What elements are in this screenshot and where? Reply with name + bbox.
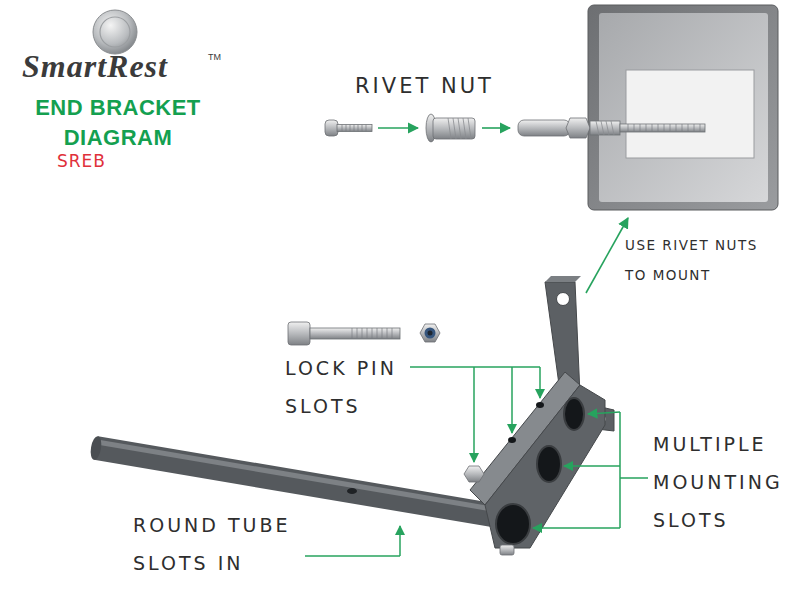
- lock-pin-thread: [352, 328, 392, 339]
- brand-name: SmartRest: [22, 46, 222, 86]
- mount-arrow: [586, 218, 628, 293]
- round-tube-end: [89, 435, 103, 460]
- leader-arrow: [539, 367, 541, 398]
- mounting-slot: [537, 446, 561, 482]
- step-arrow: [482, 127, 510, 129]
- round-tube-hole: [347, 488, 357, 494]
- screw-head: [325, 120, 338, 136]
- leader-arrow: [511, 367, 513, 433]
- tube-socket: [496, 504, 530, 544]
- lock-pin-head: [288, 322, 310, 345]
- lock-pin-hole: [508, 437, 516, 443]
- tool-knurl: [590, 121, 620, 135]
- callout-label: LOCK PIN SLOTS: [285, 349, 425, 425]
- mounting-note: USE RIVET NUTS TO MOUNT: [625, 230, 785, 290]
- leader-arrow: [564, 465, 620, 467]
- lock-nut-installed: [500, 545, 514, 555]
- tube-interior: [599, 13, 768, 202]
- logo-disc: [93, 10, 137, 54]
- tool-nut: [566, 118, 590, 138]
- lock-pin-installed: [464, 466, 484, 482]
- round-tube-highlight: [97, 442, 492, 509]
- lock-pin-shaft: [310, 328, 400, 339]
- lock-nut: [420, 324, 440, 342]
- mounting-plate-hole: [557, 293, 570, 306]
- product-code: SREB: [57, 150, 157, 172]
- leader-arrow: [399, 526, 401, 556]
- part-label: RIVET NUT: [355, 72, 575, 100]
- leader-arrow: [588, 412, 620, 414]
- screw-thread: [342, 125, 366, 132]
- tool-threaded-rod: [620, 124, 705, 132]
- leader-arrow: [533, 527, 620, 529]
- tube-far-opening: [626, 70, 754, 158]
- lock-pin-hole: [536, 402, 544, 408]
- tool-nose: [518, 120, 570, 136]
- callout-label: ROUND TUBE SLOTS IN: [133, 506, 313, 582]
- mounting-plate-top: [545, 276, 581, 282]
- logo-ring: [100, 17, 130, 47]
- screw-shaft: [337, 125, 372, 132]
- diagram-title: END BRACKET DIAGRAM: [18, 93, 218, 153]
- tool-thread: [628, 124, 700, 132]
- leader-arrow: [473, 367, 475, 462]
- lock-nut-nylon: [425, 328, 436, 339]
- mounting-slot: [564, 398, 584, 430]
- rivet-nut-knurl: [448, 118, 471, 139]
- tool-knurl-lines: [596, 121, 614, 135]
- lock-nut-hole: [428, 331, 433, 336]
- rivet-nut-body: [433, 118, 475, 139]
- leader-bracket: [620, 412, 648, 528]
- leader-line: [410, 366, 540, 368]
- round-tube: [96, 448, 492, 515]
- square-tube: [588, 5, 778, 210]
- callout-label: MULTIPLE MOUNTING SLOTS: [653, 425, 798, 539]
- leader-line: [305, 555, 400, 557]
- trademark-mark: TM: [208, 52, 228, 62]
- step-arrow: [378, 127, 418, 129]
